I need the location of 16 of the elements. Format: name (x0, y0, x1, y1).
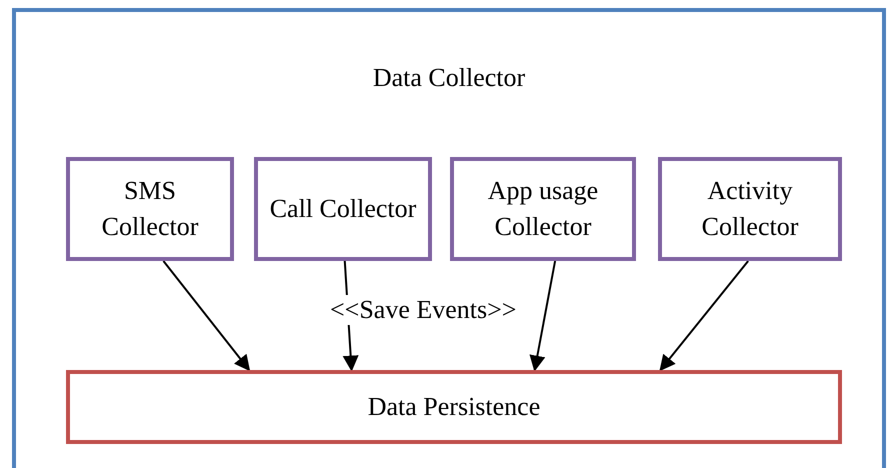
process-box (658, 157, 842, 261)
node-label: Data Collector (372, 62, 526, 94)
arrow (162, 260, 250, 372)
node-label: App usage Collector (486, 175, 600, 243)
node-label: Activity Collector (700, 175, 800, 243)
stereotype-label: <<Save Events>> (330, 295, 516, 325)
process-box (450, 157, 636, 261)
arrow (659, 260, 749, 372)
process-box (66, 157, 234, 261)
arrow (530, 260, 556, 372)
node-label: SMS Collector (100, 175, 200, 243)
node-label: Call Collector (270, 193, 416, 225)
process-box (66, 370, 842, 444)
process-box (254, 157, 432, 261)
container-box (12, 8, 886, 468)
node-label: Data Persistence (368, 391, 540, 423)
